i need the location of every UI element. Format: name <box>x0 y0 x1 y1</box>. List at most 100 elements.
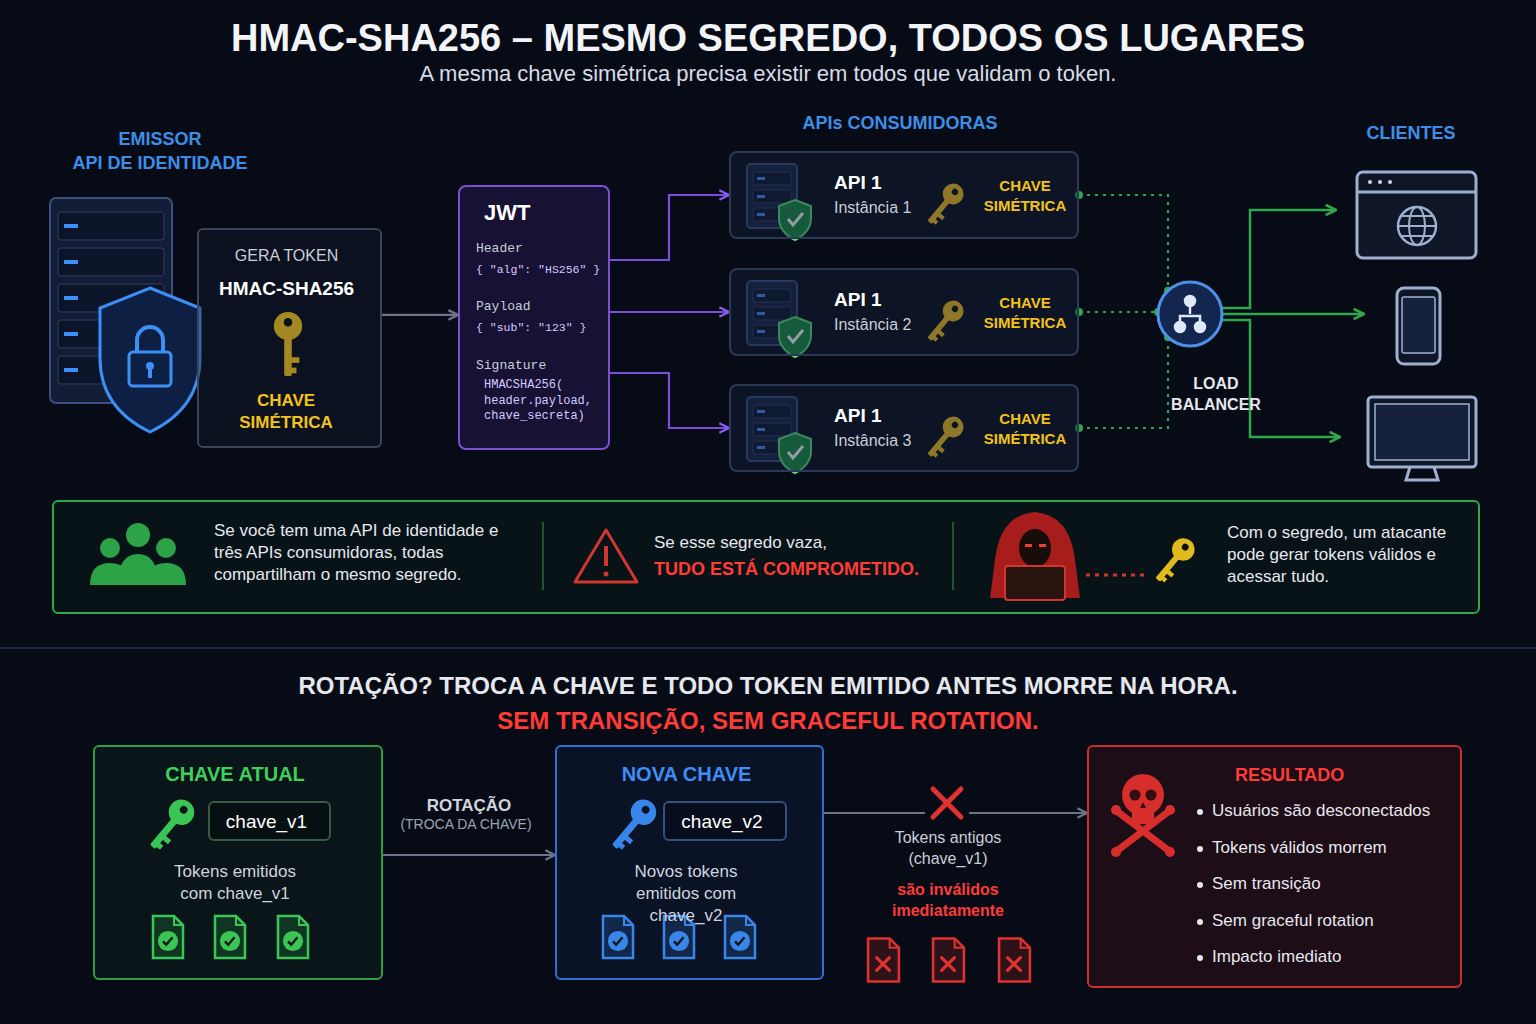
connector <box>610 373 729 428</box>
token-document-icon <box>1008 958 1021 971</box>
current-key-box: chave_v1CHAVE ATUALTokens emitidos com c… <box>93 745 383 980</box>
invalid-mark <box>925 781 969 825</box>
api-instance-box: API 1Instância 2 CHAVE SIMÉTRICA <box>729 268 1079 356</box>
diagram-title: HMAC-SHA256 – MESMO SEGREDO, TODOS OS LU… <box>0 14 1536 63</box>
client-devices <box>1402 297 1435 353</box>
invalid-mark <box>933 789 961 817</box>
client-devices <box>1398 216 1436 236</box>
rotation-heading: ROTAÇÃO? TROCA A CHAVE E TODO TOKEN EMIT… <box>68 670 1468 701</box>
hierarchy-icon <box>1180 306 1200 323</box>
server-rack <box>64 224 78 228</box>
client-devices <box>1357 172 1476 258</box>
box-text: CHAVE SIMÉTRICA <box>231 390 341 434</box>
box-heading: GERA TOKEN <box>199 246 374 267</box>
token-document-icon <box>877 958 890 971</box>
load-balancer-arrow <box>1222 210 1336 308</box>
server-rack <box>58 248 164 276</box>
box-heading: NOVA CHAVE <box>557 761 816 787</box>
arrow-note: (TROCA DA CHAVE) <box>376 815 556 833</box>
box-heading: chave_v2 <box>665 810 779 835</box>
result-box: RESULTADO Usuários são desconectadosToken… <box>1087 745 1462 988</box>
box-text: Instância 3 <box>834 431 911 452</box>
invalid-note: Tokens antigos (chave_v1) <box>883 828 1013 870</box>
client-devices <box>1397 288 1440 364</box>
client-devices <box>1357 191 1476 194</box>
client-devices <box>1368 180 1372 184</box>
section-divider <box>0 647 1536 649</box>
server-rack <box>58 212 164 240</box>
box-text: HMAC-SHA256 <box>199 277 374 302</box>
subtitle: A mesma chave simétrica precisa existir … <box>168 60 1368 89</box>
connector-label: ROTAÇÃO <box>427 795 512 817</box>
client-devices <box>1357 172 1476 480</box>
section-heading: APIs CONSUMIDORAS <box>750 112 1050 135</box>
box-text: Impacto imediato <box>1212 946 1341 968</box>
token-document-icon <box>933 938 964 981</box>
box-heading: API 1 <box>834 171 882 196</box>
connector <box>610 311 729 313</box>
box-text: Se esse segredo vaza, <box>654 532 827 554</box>
hierarchy-icon <box>1195 322 1205 332</box>
security-shield <box>148 368 152 378</box>
security-shield <box>100 288 200 432</box>
client-devices <box>1368 397 1476 467</box>
connector <box>382 314 458 316</box>
security-shield <box>137 327 163 352</box>
hierarchy-icon <box>1185 296 1195 306</box>
box-text: CHAVE SIMÉTRICA <box>979 293 1071 332</box>
box-text: { "sub": "123" } <box>476 321 586 336</box>
box-text: Header <box>476 241 523 258</box>
connector <box>1079 337 1168 428</box>
box-heading: API 1 <box>834 404 882 429</box>
box-heading: JWT <box>484 199 530 228</box>
box-heading: CHAVE ATUAL <box>95 761 375 787</box>
box-heading: RESULTADO <box>1235 764 1344 787</box>
server-rack <box>64 296 78 300</box>
key-name-pill: chave_v2 <box>663 801 787 841</box>
client-devices <box>1406 467 1438 480</box>
key-name-pill: chave_v1 <box>208 801 331 841</box>
connector <box>610 195 729 260</box>
server-rack <box>64 332 78 336</box>
box-text: { "alg": "HS256" } <box>476 263 600 278</box>
box-text: Signature <box>476 358 546 375</box>
box-text: CHAVE SIMÉTRICA <box>979 409 1071 448</box>
box-text: TUDO ESTÁ COMPROMETIDO. <box>654 558 919 581</box>
box-text: Payload <box>476 299 531 316</box>
warning-band: Se você tem uma API de identidade e três… <box>52 500 1480 614</box>
box-heading: chave_v1 <box>210 810 323 835</box>
load-balancer-shape <box>1158 282 1222 346</box>
jwt-box: JWT Header { "alg": "HS256" } Payload { "sub… <box>458 185 610 450</box>
token-document-icon <box>942 958 955 971</box>
client-devices <box>1375 404 1469 460</box>
client-devices <box>1378 180 1382 184</box>
box-text: Com o segredo, um atacante pode gerar to… <box>1227 522 1472 588</box>
box-text: Instância 2 <box>834 315 911 336</box>
load-balancer-arrow <box>1222 320 1340 437</box>
box-text: Tokens válidos morrem <box>1212 837 1387 859</box>
server-rack <box>64 260 78 264</box>
box-heading: API 1 <box>834 288 882 313</box>
security-shield <box>129 352 171 386</box>
box-text: Usuários são desconectados <box>1212 800 1430 822</box>
invalid-mark <box>925 781 969 825</box>
hierarchy-icon <box>1175 322 1185 332</box>
api-instance-box: API 1Instância 1CHAVE SIMÉTRICA <box>729 151 1079 239</box>
token-generator-box: GERA TOKEN HMAC-SHA256CHAVE SIMÉTRICA <box>197 228 382 448</box>
section-divider <box>0 648 1536 649</box>
invalid-note: são inválidos imediatamente <box>883 880 1013 922</box>
token-document-icon <box>999 938 1030 981</box>
section-heading: EMISSOR <box>60 128 260 151</box>
hierarchy-icon <box>1175 296 1205 332</box>
token-document-icon <box>868 938 899 981</box>
load-balancer-circle: LOAD BALANCER <box>1150 272 1282 422</box>
client-devices <box>1398 207 1436 245</box>
box-text: Novos tokens emitidos com chave_v2 <box>611 861 761 927</box>
box-text: CHAVE SIMÉTRICA <box>979 176 1071 215</box>
box-text: Sem graceful rotation <box>1212 910 1374 932</box>
server-rack <box>64 368 78 372</box>
section-heading: CLIENTES <box>1331 122 1491 145</box>
api-instance-box: API 1Instância 3 CHAVE SIMÉTRICA <box>729 384 1079 472</box>
load-balancer-arrow <box>1222 313 1364 316</box>
connector <box>1079 195 1168 291</box>
